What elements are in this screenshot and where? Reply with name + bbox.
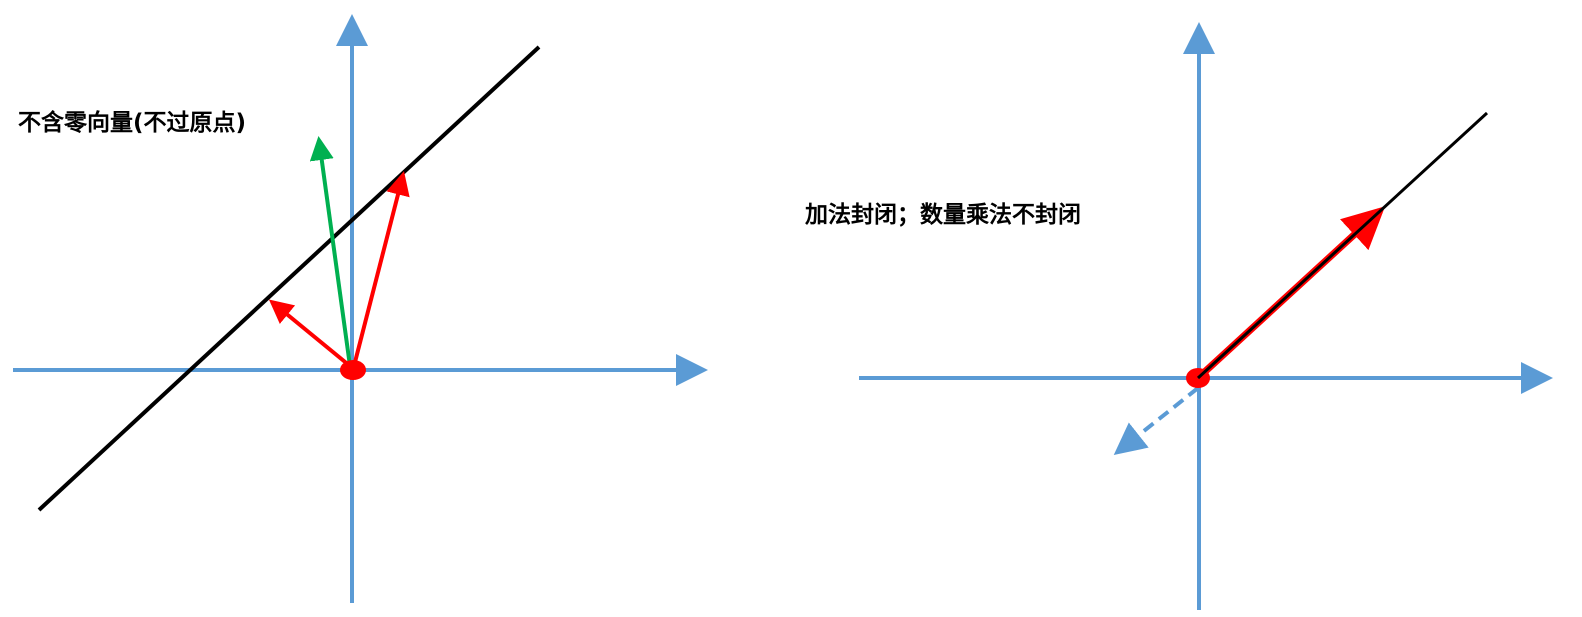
red-vector-left [268, 299, 352, 368]
line-through-origin [1196, 111, 1489, 380]
origin-dot [340, 360, 366, 380]
dashed-negative-vector [1113, 386, 1200, 455]
right-caption: 加法封闭；数量乘法不封闭 [805, 202, 1081, 228]
left-panel [13, 14, 708, 603]
left-caption: 不含零向量(不过原点) [18, 110, 247, 136]
line-not-through-origin [37, 45, 541, 512]
green-vector-sum [309, 136, 352, 367]
red-vector-up [352, 171, 410, 367]
right-panel [859, 22, 1553, 610]
